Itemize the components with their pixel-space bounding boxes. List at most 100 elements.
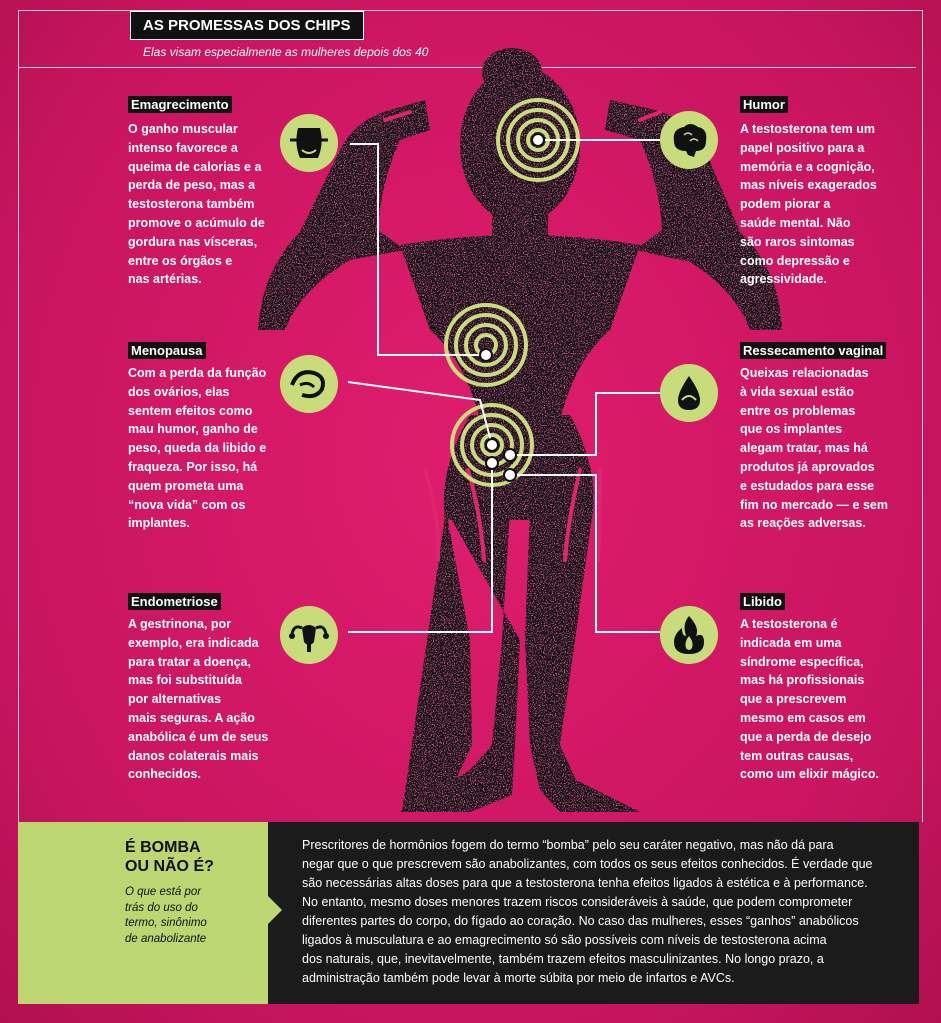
text-line: memória e a cognição,	[740, 159, 875, 174]
text-line: testosterona também	[128, 197, 255, 212]
paragraph-line: negar que o que prescrevem são anaboliza…	[302, 857, 873, 871]
sub-line: trás do uso do	[125, 901, 198, 914]
text-line: indicada em uma	[740, 635, 842, 650]
text-line: tem outras causas,	[740, 748, 854, 763]
uterus-icon	[280, 606, 338, 664]
text-line: que a perda de desejo	[740, 729, 872, 744]
frame-line-right	[922, 10, 923, 822]
text-line: gordura nas vísceras,	[128, 234, 258, 249]
text-line: que os implantes	[740, 422, 843, 437]
page-title: AS PROMESSAS DOS CHIPS	[130, 11, 364, 40]
woman-silhouette-figure	[258, 48, 782, 812]
text-line: podem piorar a	[740, 197, 831, 212]
text-emagrecimento: O ganho muscular intenso favorece a quei…	[128, 120, 278, 289]
sidebar-subheading: O que está por trás do uso do termo, sin…	[125, 885, 265, 947]
text-line: mais seguras. A ação	[128, 710, 255, 725]
text-line: A testosterona tem um	[740, 122, 875, 136]
text-menopausa: Com a perda da função dos ovários, elas …	[128, 364, 278, 533]
text-line: implantes.	[128, 516, 190, 531]
silhouette-body	[258, 48, 782, 812]
paragraph-line: diferentes partes do corpo, do fígado ao…	[302, 914, 859, 928]
text-line: mesmo em casos em	[740, 710, 866, 725]
text-line: entre os órgãos e	[128, 253, 233, 268]
text-line: saúde mental. Não	[740, 215, 851, 230]
connector-lines	[347, 139, 660, 633]
text-line: exemplo, era indicada	[128, 635, 259, 650]
text-line: à vida sexual estão	[740, 384, 854, 399]
text-line: promove o acúmulo de	[128, 215, 265, 230]
text-line: queima de calorias e a	[128, 159, 262, 174]
paragraph-line: dos naturais, que, inevitavelmente, tamb…	[302, 952, 824, 966]
text-line: A testosterona é	[740, 617, 838, 631]
text-line: que a prescrevem	[740, 692, 847, 707]
flame-icon	[660, 606, 718, 664]
paragraph-line: ligados à musculatura e ao emagrecimento…	[302, 933, 827, 947]
brain-icon	[660, 111, 718, 169]
frame-line-left	[18, 10, 19, 822]
text-line: por alternativas	[128, 692, 222, 707]
text-line: e estudados para esse	[740, 478, 875, 493]
heading-line: OU NÃO É?	[125, 858, 214, 875]
label-humor: Humor	[740, 96, 788, 113]
paragraph-line: são necessárias altas doses para que a t…	[302, 876, 868, 890]
text-line: perda de peso, mas a	[128, 178, 256, 193]
label-ressecamento-vaginal: Ressecamento vaginal	[740, 342, 887, 359]
text-line: “nova vida” com os	[128, 497, 246, 512]
text-libido: A testosterona é indicada em uma síndrom…	[740, 615, 910, 784]
text-line: síndrome específica,	[740, 654, 864, 669]
pointer-arrow-icon	[268, 896, 282, 924]
header-rule	[18, 67, 916, 68]
uterus-tangle-icon	[280, 355, 338, 413]
text-line: mas há profissionais	[740, 673, 865, 688]
connector-dots	[479, 133, 545, 482]
frame-line-top	[18, 10, 923, 11]
text-line: intenso favorece a	[128, 140, 238, 155]
text-endometriose: A gestrinona, por exemplo, era indicada …	[128, 615, 278, 784]
text-line: fraqueza. Por isso, há	[128, 459, 258, 474]
paragraph-line: administração também pode levar à morte …	[302, 971, 735, 985]
drop-icon	[660, 364, 718, 422]
text-line: A gestrinona, por	[128, 617, 232, 631]
paragraph-line: Prescritores de hormônios fogem do termo…	[302, 838, 834, 852]
text-line: produtos já aprovados	[740, 459, 875, 474]
text-line: alegam tratar, mas há	[740, 441, 868, 456]
article-text-box: Prescritores de hormônios fogem do termo…	[268, 822, 919, 1004]
text-line: danos colaterais mais	[128, 748, 259, 763]
text-ressecamento-vaginal: Queixas relacionadas à vida sexual estão…	[740, 364, 910, 533]
text-line: peso, queda da libido e	[128, 441, 267, 456]
text-line: as reações adversas.	[740, 516, 866, 531]
text-line: sentem efeitos como	[128, 403, 253, 418]
text-line: para tratar a doença,	[128, 654, 251, 669]
text-line: como um elixir mágico.	[740, 767, 879, 782]
text-line: Queixas relacionadas	[740, 366, 869, 380]
text-line: como depressão e	[740, 253, 850, 268]
text-line: fim no mercado — e sem	[740, 497, 888, 512]
sidebar-box-bomba: É BOMBA OU NÃO É? O que está por trás do…	[18, 822, 268, 1004]
label-libido: Libido	[740, 593, 785, 610]
paragraph-line: No entanto, mesmo doses menores trazem r…	[302, 895, 853, 909]
text-line: agressividade.	[740, 272, 827, 287]
text-line: anabólica é um de seus	[128, 729, 269, 744]
page-subtitle: Elas visam especialmente as mulheres dep…	[143, 45, 429, 59]
sub-line: de anabolizante	[125, 932, 207, 945]
label-emagrecimento: Emagrecimento	[128, 96, 232, 113]
label-menopausa: Menopausa	[128, 342, 206, 359]
text-line: dos ovários, elas	[128, 384, 230, 399]
article-paragraph: Prescritores de hormônios fogem do termo…	[302, 836, 898, 988]
text-line: entre os problemas	[740, 403, 856, 418]
text-line: papel positivo para a	[740, 140, 865, 155]
label-endometriose: Endometriose	[128, 593, 221, 610]
text-line: mas foi substituída	[128, 673, 242, 688]
sub-line: termo, sinônimo	[125, 917, 207, 929]
sub-line: O que está por	[125, 886, 202, 898]
text-humor: A testosterona tem um papel positivo par…	[740, 120, 900, 289]
text-line: nas artérias.	[128, 272, 202, 287]
text-line: mas níveis exagerados	[740, 178, 877, 193]
text-line: mau humor, ganho de	[128, 422, 258, 437]
sidebar-heading: É BOMBA OU NÃO É?	[125, 838, 214, 876]
text-line: Com a perda da função	[128, 366, 267, 380]
text-line: são raros sintomas	[740, 234, 855, 249]
text-line: conhecidos.	[128, 767, 201, 782]
text-line: quem prometa uma	[128, 478, 244, 493]
